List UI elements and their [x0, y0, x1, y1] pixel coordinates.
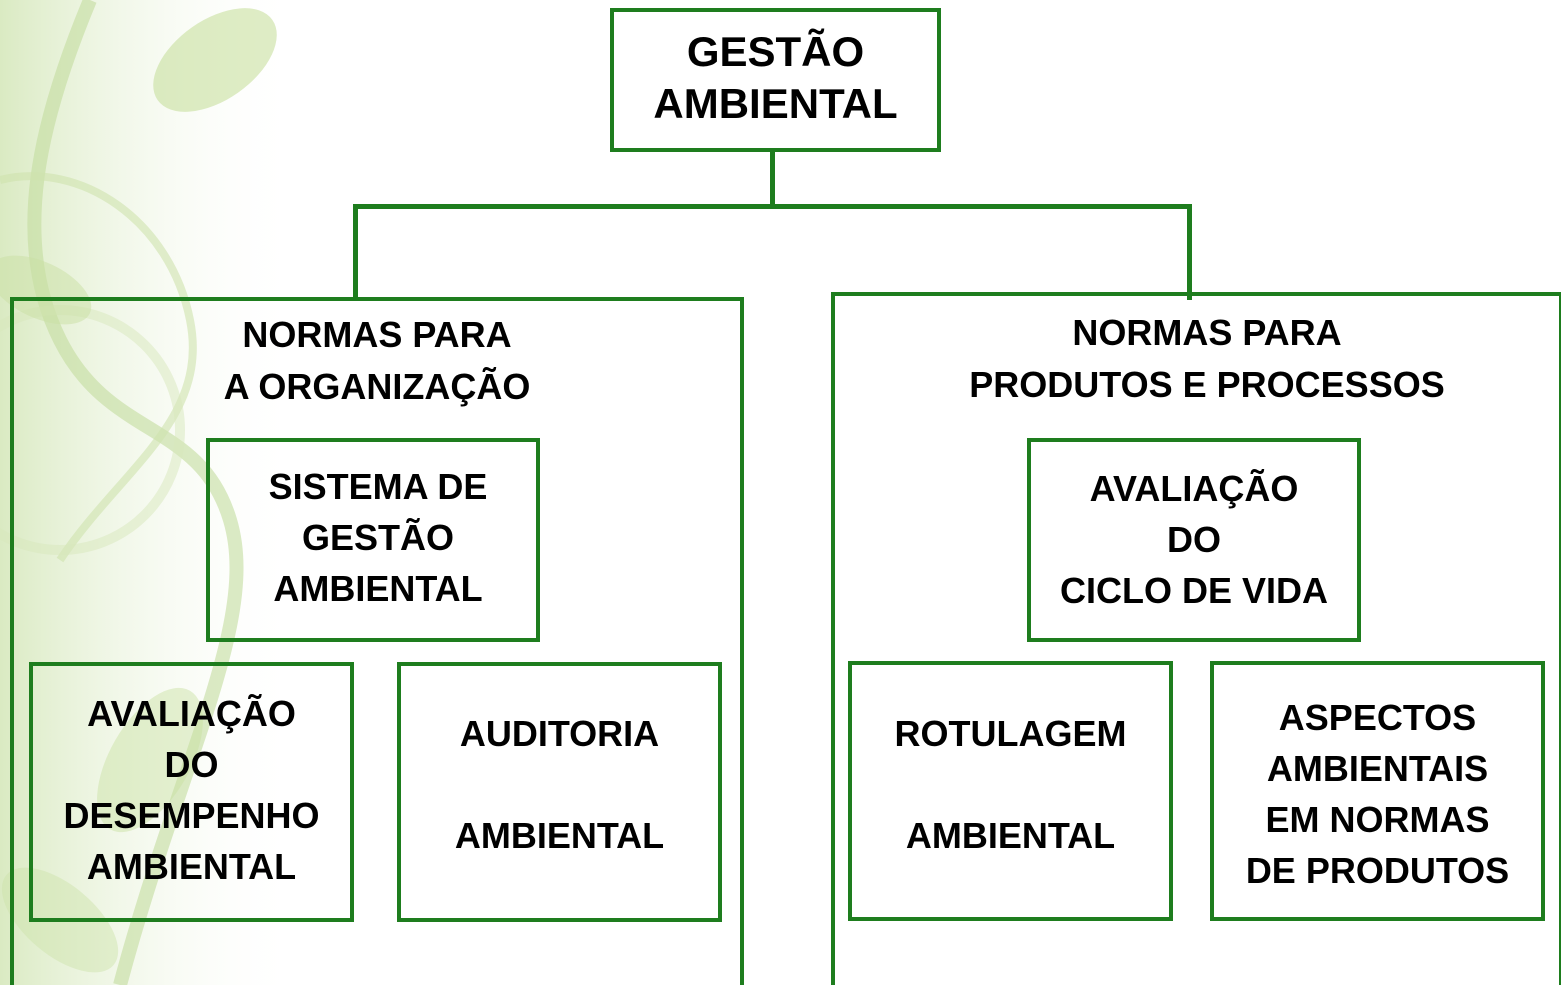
left-top-box [206, 438, 540, 642]
right-bottom-right-box-label: ASPECTOS AMBIENTAIS EM NORMAS DE PRODUTO… [1245, 697, 1510, 891]
left-group-title: NORMAS PARA A ORGANIZAÇÃO [223, 314, 531, 407]
root-node-box [610, 8, 941, 152]
connector-root-down [770, 150, 775, 208]
right-group-box [831, 292, 1561, 985]
right-bottom-right-box [1210, 661, 1545, 921]
left-bottom-right-box-line1: AUDITORIA [459, 713, 660, 754]
left-top-box-label: SISTEMA DE GESTÃO AMBIENTAL [268, 466, 488, 609]
root-node-label: GESTÃO AMBIENTAL [653, 28, 898, 127]
right-top-box [1027, 438, 1361, 642]
right-bottom-left-box-line1: ROTULAGEM [894, 713, 1127, 754]
left-bottom-left-box [29, 662, 354, 922]
left-bottom-left-box-label: AVALIAÇÃO DO DESEMPENHO AMBIENTAL [63, 693, 320, 887]
connector-left-down [353, 204, 358, 300]
right-top-box-label: AVALIAÇÃO DO CICLO DE VIDA [1059, 468, 1328, 611]
left-group-box [10, 297, 744, 985]
connector-right-down [1187, 204, 1192, 300]
connector-horizontal [353, 204, 1192, 209]
right-bottom-left-box-line2: AMBIENTAL [905, 815, 1116, 856]
right-group-title: NORMAS PARA PRODUTOS E PROCESSOS [969, 312, 1445, 405]
right-bottom-left-box [848, 661, 1173, 921]
left-bottom-right-box-line2: AMBIENTAL [454, 815, 665, 856]
left-bottom-right-box [397, 662, 722, 922]
